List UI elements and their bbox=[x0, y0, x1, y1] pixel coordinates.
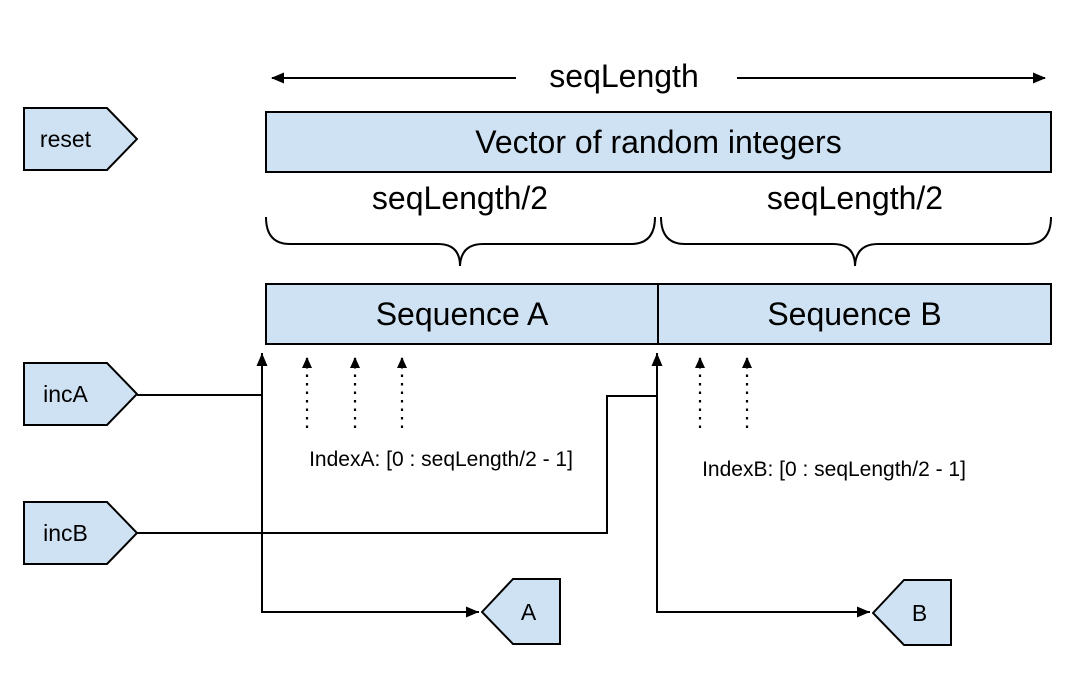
output-b-tag-shape bbox=[872, 579, 952, 646]
index-b-label: IndexB: [0 : seqLength/2 - 1] bbox=[702, 458, 966, 481]
brace-left bbox=[265, 216, 656, 267]
incb-tag: incB bbox=[23, 501, 138, 565]
sequence-a-box: Sequence A bbox=[265, 283, 659, 345]
half-left-label: seqLength/2 bbox=[371, 179, 549, 216]
inca-tag: incA bbox=[23, 362, 138, 426]
incb-tag-label: incB bbox=[43, 519, 88, 546]
sequence-a-label: Sequence A bbox=[375, 295, 549, 332]
sequence-b-box: Sequence B bbox=[657, 283, 1052, 345]
brace-right bbox=[660, 216, 1052, 267]
inca-tag-label: incA bbox=[43, 380, 88, 407]
seqlength-label: seqLength bbox=[549, 57, 699, 94]
output-a-tag-label: A bbox=[520, 598, 537, 625]
output-b-tag: B bbox=[872, 579, 953, 647]
half-right-label: seqLength/2 bbox=[766, 179, 944, 216]
incb-tag-shape bbox=[23, 501, 138, 565]
vector-box-label: Vector of random integers bbox=[475, 123, 842, 160]
index-a-label: IndexA: [0 : seqLength/2 - 1] bbox=[309, 448, 573, 471]
inca-tag-shape bbox=[23, 362, 138, 426]
incb-wire bbox=[137, 395, 656, 534]
reset-tag-label: reset bbox=[39, 125, 92, 152]
output-a-tag-shape bbox=[481, 578, 561, 645]
output-a-tag: A bbox=[481, 578, 562, 646]
reset-tag-shape bbox=[23, 107, 138, 171]
sequence-b-label: Sequence B bbox=[767, 295, 942, 332]
reset-tag: reset bbox=[23, 107, 138, 171]
output-b-tag-label: B bbox=[911, 599, 928, 626]
vector-box: Vector of random integers bbox=[265, 111, 1052, 173]
